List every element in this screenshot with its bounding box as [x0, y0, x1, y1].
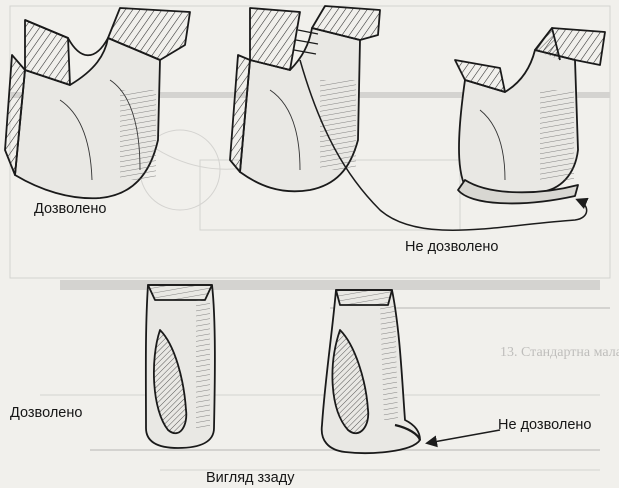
grip-rear-allowed — [146, 285, 215, 448]
label-not-allowed-top: Не дозволено — [405, 239, 498, 255]
label-allowed-top: Дозволено — [34, 201, 106, 217]
background-caption: 13. Стандартна мала… на П вогнепальна) г… — [500, 345, 619, 360]
lip-pointer-arrow — [428, 430, 500, 443]
label-rear-view: Вигляд ззаду — [206, 470, 294, 486]
grip-side-allowed — [5, 8, 190, 198]
grip-side-modified-2 — [455, 28, 605, 203]
grip-side-modified-1 — [230, 6, 380, 191]
label-allowed-bottom: Дозволено — [10, 405, 82, 421]
grip-rear-not-allowed — [322, 290, 420, 453]
label-not-allowed-bottom: Не дозволено — [498, 417, 591, 433]
